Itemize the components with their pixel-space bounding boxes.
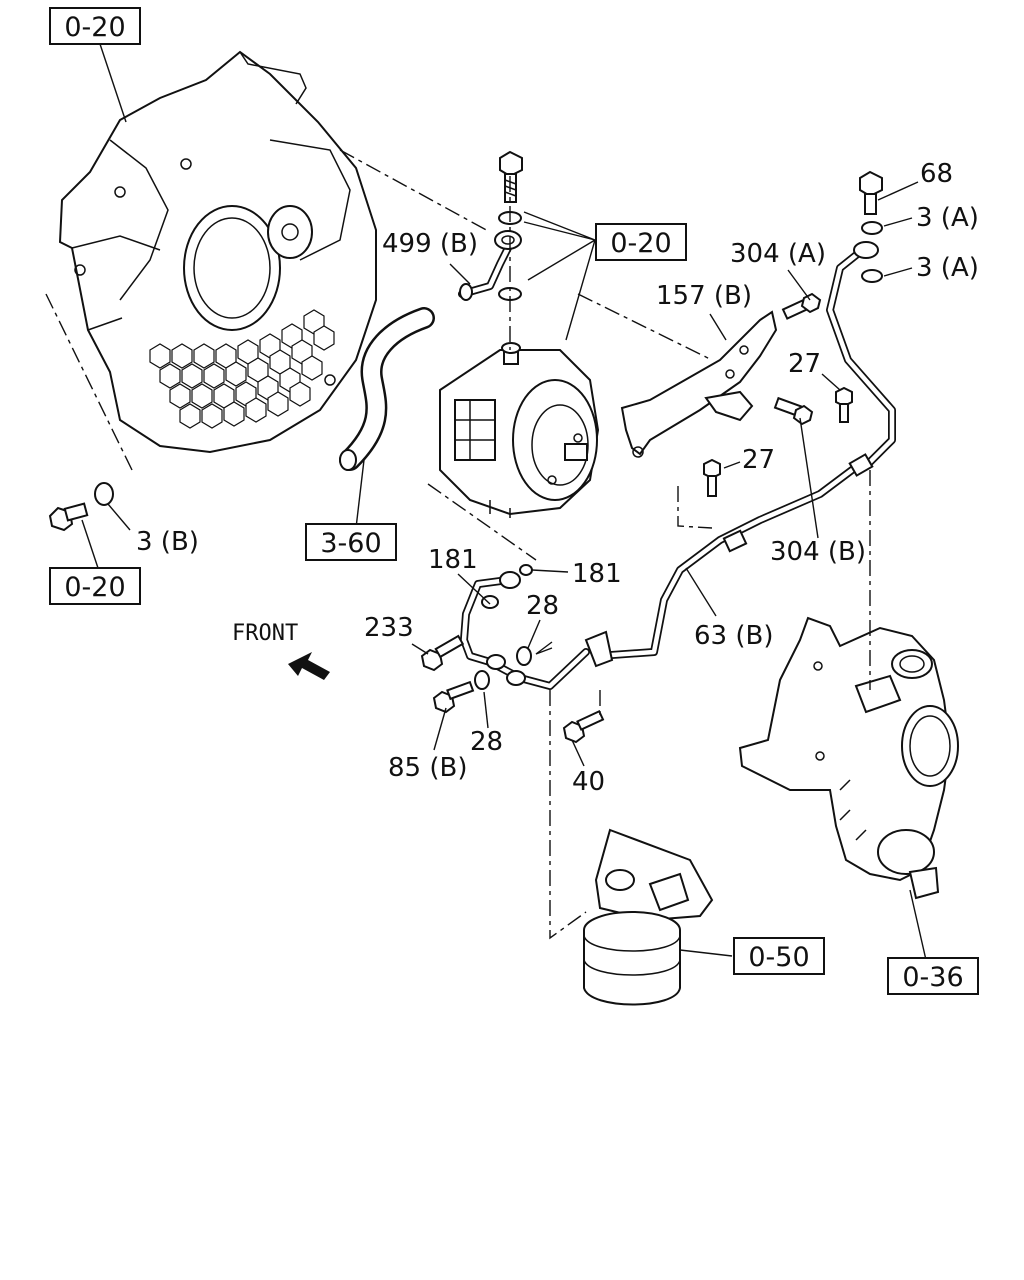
- svg-text:3-60: 3-60: [320, 528, 381, 559]
- ref-box-turbo[interactable]: 0-36: [887, 957, 979, 995]
- assembly-lines: [45, 149, 871, 940]
- callout-499b[interactable]: 499 (B): [382, 229, 478, 259]
- bolt-3b[interactable]: [48, 502, 89, 532]
- svg-text:0-50: 0-50: [748, 942, 809, 973]
- callout-157b[interactable]: 157 (B): [656, 281, 752, 311]
- ref-box-center[interactable]: 0-20: [595, 223, 687, 261]
- leader-lines: [81, 43, 927, 961]
- oil-feed-pipe[interactable]: [460, 571, 614, 690]
- pipe-499b[interactable]: [458, 230, 522, 301]
- bolt-233[interactable]: [420, 634, 465, 672]
- bracket-157b[interactable]: [620, 310, 778, 458]
- callout-181-right[interactable]: 181: [572, 559, 622, 589]
- callout-68[interactable]: 68: [920, 159, 953, 189]
- bolt-27-upper[interactable]: [835, 386, 853, 423]
- callout-3b[interactable]: 3 (B): [136, 527, 199, 557]
- callout-85b[interactable]: 85 (B): [388, 753, 467, 783]
- front-arrow-icon: [288, 652, 330, 680]
- banjo-bolt[interactable]: [499, 150, 523, 203]
- ref-box-lower-left[interactable]: 0-20: [49, 567, 141, 605]
- bolt-68[interactable]: [859, 170, 883, 215]
- washer-3a-upper[interactable]: [861, 221, 883, 235]
- turbocharger[interactable]: [738, 616, 959, 900]
- washer-3a-lower[interactable]: [861, 269, 883, 283]
- pipe-63b[interactable]: [594, 241, 896, 660]
- ref-box-filter[interactable]: 0-50: [733, 937, 825, 975]
- front-label: FRONT: [232, 621, 298, 646]
- bolt-40[interactable]: [562, 709, 605, 744]
- ref-box-hose[interactable]: 3-60: [305, 523, 397, 561]
- callout-27-lower[interactable]: 27: [742, 445, 775, 475]
- callout-3a-upper[interactable]: 3 (A): [916, 203, 979, 233]
- bolt-27-lower[interactable]: [703, 458, 721, 497]
- washer-28-upper[interactable]: [516, 646, 532, 666]
- callout-28-lower[interactable]: 28: [470, 727, 503, 757]
- oil-filter[interactable]: [583, 828, 714, 1006]
- callout-27-upper[interactable]: 27: [788, 349, 821, 379]
- callout-63b[interactable]: 63 (B): [694, 621, 773, 651]
- flywheel-housing[interactable]: [58, 50, 377, 454]
- svg-text:0-36: 0-36: [902, 962, 963, 993]
- callout-233[interactable]: 233: [364, 613, 414, 643]
- svg-text:0-20: 0-20: [610, 228, 671, 259]
- bolt-304b[interactable]: [773, 396, 814, 426]
- front-indicator: FRONT: [232, 621, 330, 680]
- svg-text:0-20: 0-20: [64, 12, 125, 43]
- washer-28-lower[interactable]: [474, 670, 490, 690]
- washer-181[interactable]: [519, 564, 533, 576]
- washer-3b[interactable]: [94, 482, 114, 506]
- callout-304b[interactable]: 304 (B): [770, 537, 866, 567]
- callout-40[interactable]: 40: [572, 767, 605, 797]
- callout-181-left[interactable]: 181: [428, 545, 478, 575]
- callout-28-upper[interactable]: 28: [526, 591, 559, 621]
- vacuum-hose[interactable]: [339, 307, 435, 471]
- bolt-304a[interactable]: [781, 292, 822, 320]
- callout-3a-lower[interactable]: 3 (A): [916, 253, 979, 283]
- vacuum-pump[interactable]: [439, 342, 600, 518]
- callout-304a[interactable]: 304 (A): [730, 239, 826, 269]
- svg-text:0-20: 0-20: [64, 572, 125, 603]
- bolt-85b[interactable]: [432, 680, 475, 714]
- honeycomb-grille: [149, 309, 335, 429]
- ref-box-top-left[interactable]: 0-20: [49, 7, 141, 45]
